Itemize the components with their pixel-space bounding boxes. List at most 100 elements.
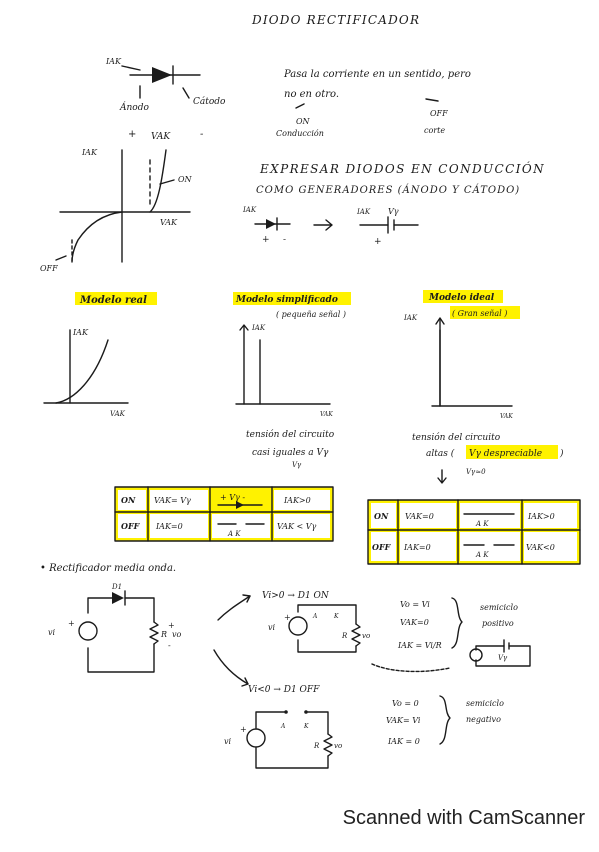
off-sub: corte	[424, 126, 445, 135]
svg-text:-: -	[168, 641, 171, 650]
ti-r1-current: IAK>0	[527, 512, 555, 521]
ti-r2-state: OFF	[372, 542, 392, 552]
cathode-label: Cátodo	[193, 96, 226, 107]
iv-curve-graph	[55, 149, 191, 263]
express-vs: Vγ	[388, 207, 399, 216]
rect-vo-label: vo	[172, 630, 182, 639]
neg-eq-2: VAK= Vi	[386, 716, 421, 725]
ideal-vak-label: VAK	[500, 413, 513, 420]
ti-r2-current: VAK<0	[526, 543, 555, 552]
ts-r1-symbol: + Vγ -	[220, 493, 245, 502]
pos-eq-1: Vo = Vi	[400, 600, 430, 609]
rect-neg-case: Vi<0 → D1 OFF	[248, 685, 320, 695]
page-title: DIODO RECTIFICADOR	[251, 13, 420, 27]
ideal-note2: altas (	[426, 448, 455, 459]
pos-eq-3: IAK = Vi/R	[397, 641, 442, 650]
ts-r2-symbol: A K	[227, 530, 241, 538]
model-simplified-subtitle: ( pequeña señal )	[276, 310, 346, 319]
neg-label2: negativo	[466, 715, 501, 724]
svg-text:+: +	[240, 725, 247, 734]
model-real-title: Modelo real	[79, 295, 147, 306]
pos-circuit	[288, 604, 361, 653]
table-simplified	[114, 486, 334, 542]
pos-gen-vs: Vγ	[498, 654, 508, 662]
on-label: ON	[296, 117, 311, 126]
highlight-ideal-note	[466, 445, 558, 459]
pos-vi-label: vi	[268, 623, 276, 632]
table-ideal	[367, 499, 581, 565]
pos-label1: semiciclo	[480, 603, 518, 612]
real-vak-label: VAK	[110, 410, 126, 418]
express-iak-b: IAK	[356, 208, 371, 216]
pos-eq-2: VAK=0	[400, 618, 429, 627]
model-simplified-title: Modelo simplificado	[235, 295, 338, 305]
real-iak-label: IAK	[72, 328, 89, 337]
rectifier-circuit	[78, 590, 159, 673]
iak-axis-label: IAK	[81, 148, 98, 157]
express-line1: EXPRESAR DIODOS EN CONDUCCIÓN	[259, 160, 545, 176]
simplified-note1: tensión del circuito	[246, 429, 335, 440]
plus-sign: +	[128, 129, 136, 140]
neg-vi-label: vi	[224, 737, 232, 746]
svg-text:+: +	[68, 619, 75, 628]
svg-text:-: -	[283, 235, 286, 245]
highlight-ideal-sub	[450, 306, 520, 319]
on-sub: Conducción	[276, 129, 324, 138]
highlight-real	[75, 292, 157, 305]
simplified-model-graph	[235, 324, 331, 405]
description-line2: no en otro.	[284, 89, 339, 100]
simplified-iak-label: IAK	[251, 324, 266, 332]
neg-eq-1: Vo = 0	[392, 699, 419, 708]
pos-label2: positivo	[482, 619, 514, 628]
ts-r1-cond: VAK= Vγ	[154, 496, 191, 505]
svg-text:+: +	[168, 621, 175, 630]
anode-label: Ánodo	[119, 101, 149, 113]
ts-r2-current: VAK < Vγ	[277, 522, 317, 531]
neg-vo-label: vo	[334, 742, 342, 750]
express-diode-symbol: + -	[254, 217, 291, 245]
rect-r-label: R	[160, 630, 167, 639]
neg-eq-3: IAK = 0	[387, 737, 420, 746]
ts-r1-current: IAK>0	[283, 496, 311, 505]
pos-a-label: A	[312, 613, 318, 620]
ts-r2-cond: IAK=0	[155, 522, 183, 531]
neg-a-label: A	[280, 723, 286, 730]
pos-r-label: R	[341, 632, 348, 640]
highlight-simplified	[233, 292, 351, 305]
ti-r1-state: ON	[374, 511, 389, 521]
simplified-note2: casi iguales a Vγ	[252, 448, 329, 458]
simplified-vg-label: Vγ	[292, 461, 302, 469]
simplified-vak-label: VAK	[320, 411, 333, 418]
neg-k-label: K	[303, 723, 309, 730]
svg-text:+: +	[284, 613, 291, 622]
ideal-vg0: Vγ≈0	[466, 468, 486, 476]
neg-label1: semiciclo	[466, 699, 504, 708]
svg-text:+: +	[374, 237, 382, 247]
minus-sign: -	[200, 129, 204, 140]
vak-label-intro: VAK	[151, 132, 171, 142]
ideal-iak-label: IAK	[403, 314, 418, 322]
rectifier-heading: • Rectificador media onda.	[40, 563, 176, 574]
ti-r2-symbol: A K	[475, 551, 489, 559]
express-iak-a: IAK	[242, 206, 257, 214]
ti-r2-cond: IAK=0	[403, 543, 431, 552]
off-label: OFF	[430, 109, 448, 118]
on-region-label: ON	[178, 175, 193, 184]
svg-text:+: +	[262, 235, 270, 245]
arrow-to-generator	[313, 219, 333, 231]
ideal-note1: tensión del circuito	[412, 432, 501, 443]
ideal-model-graph	[431, 317, 513, 407]
rect-pos-case: Vi>0 → D1 ON	[262, 591, 330, 601]
pos-k-label: K	[333, 613, 339, 620]
ti-r1-symbol: A K	[475, 520, 489, 528]
vak-axis-label: VAK	[160, 218, 178, 227]
ideal-note2-hl: Vγ despreciable	[469, 449, 542, 459]
neg-circuit	[246, 710, 333, 769]
diode-symbol-intro	[121, 65, 201, 85]
rect-d1-label: D1	[111, 583, 122, 591]
ts-r1-state: ON	[121, 495, 136, 505]
model-ideal-title: Modelo ideal	[428, 293, 495, 303]
highlight-ideal	[423, 290, 503, 303]
